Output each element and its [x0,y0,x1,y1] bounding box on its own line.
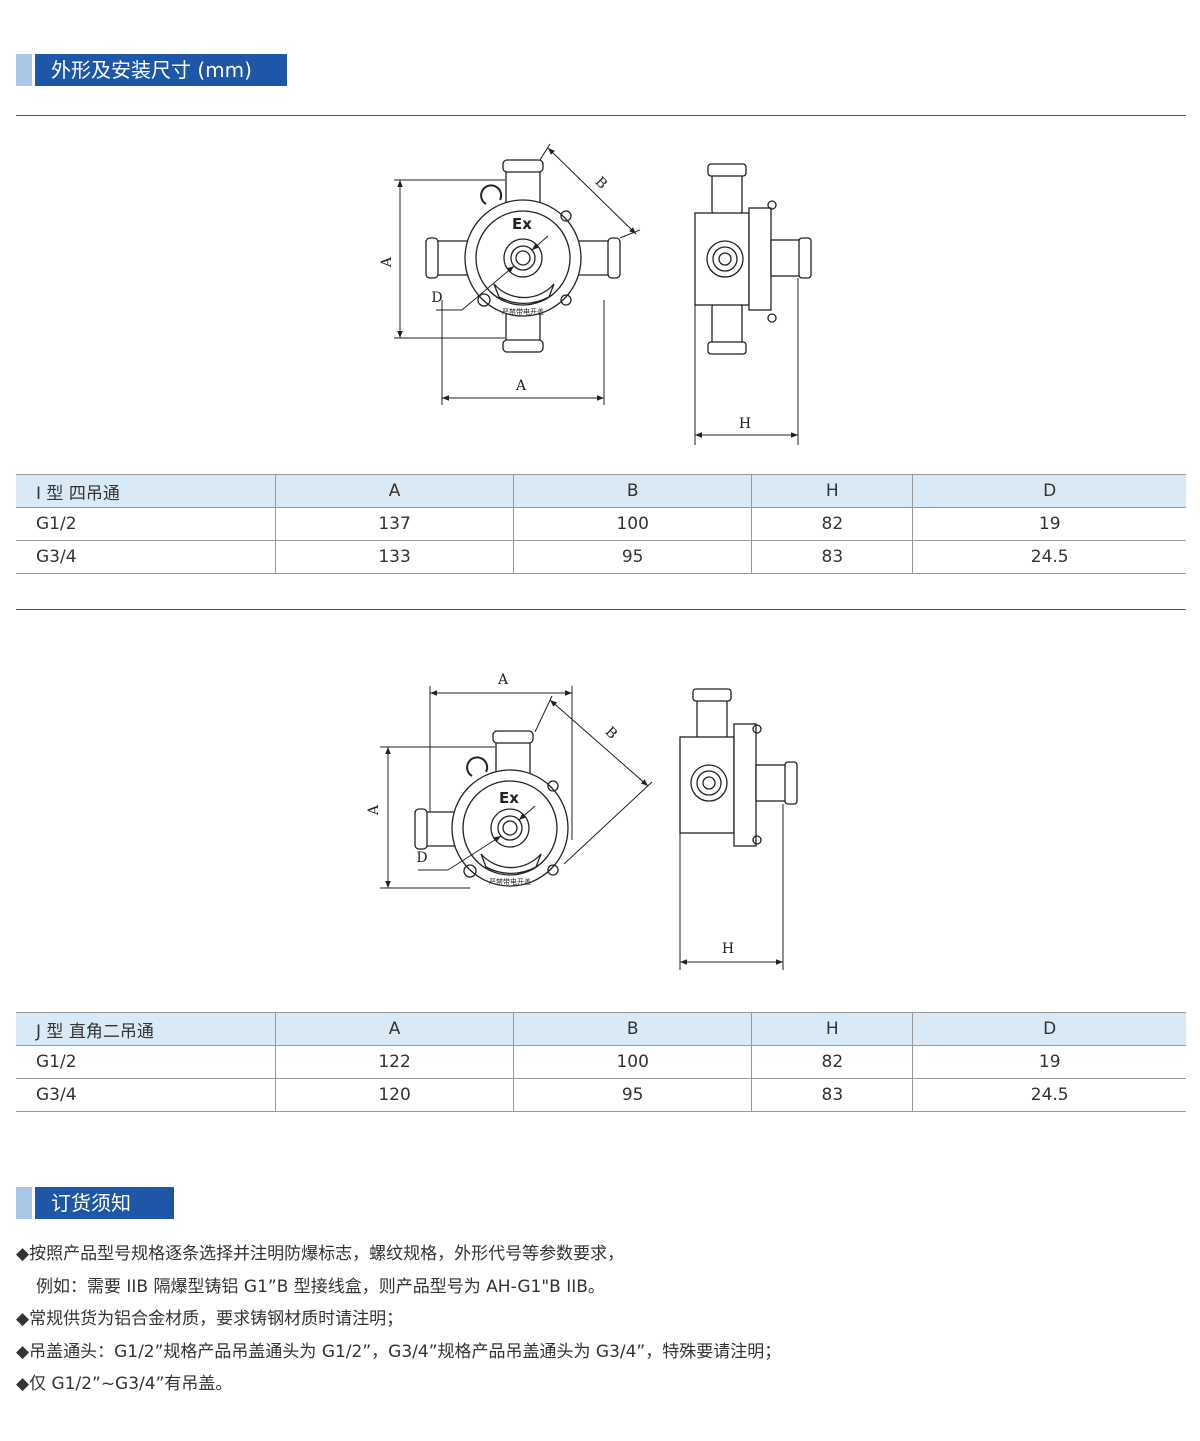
table-cell: 82 [751,1045,914,1079]
dim-label-d: D [431,290,442,306]
dim-label-a-vertical: A [379,256,395,268]
section-title: 订货须知 [35,1187,174,1219]
table-cell: G3/4 [16,540,276,574]
table-row: G3/4 120 95 83 24.5 [16,1078,1186,1112]
header-accent [16,54,32,86]
dim-label-b: B [592,174,611,193]
header-cell: A [275,474,515,508]
diagram-four-way-side: H [694,163,812,445]
dim-label-d: D [416,850,427,866]
dim-label-a-vertical: A [366,804,382,816]
table-cell: 137 [275,507,515,541]
table-cell: 24.5 [912,540,1186,574]
note-line: ◆吊盖通头：G1/2”规格产品吊盖通头为 G1/2”，G3/4”规格产品吊盖通头… [16,1341,782,1362]
dim-label-a-horizontal: A [497,672,509,688]
header-cell: I 型 四吊通 [16,474,276,508]
divider [16,609,1186,610]
table-cell: 19 [912,1045,1186,1079]
dim-label-b: B [602,724,621,743]
table-type-j: J 型 直角二吊通 A B H D G1/2 122 100 82 19 G3/… [16,1012,1186,1112]
note-line: 例如：需要 IIB 隔爆型铸铝 G1”B 型接线盒，则产品型号为 AH-G1"B… [36,1276,605,1297]
table-cell: 82 [751,507,914,541]
table-type-i: I 型 四吊通 A B H D G1/2 137 100 82 19 G3/4 … [16,474,1186,574]
dim-label-h: H [722,941,734,957]
header-cell: B [513,474,753,508]
note-line: ◆仅 G1/2”~G3/4”有吊盖。 [16,1374,233,1394]
diagram-right-angle-front: A A B D Ex 严禁带电开盖 [366,672,653,889]
diagram-right-angle-side: H [679,688,798,970]
header-cell: B [513,1012,753,1046]
table-cell: 133 [275,540,515,574]
header-cell: D [912,1012,1186,1046]
warning-plate-text: 严禁带电开盖 [489,877,531,886]
table-cell: 24.5 [912,1078,1186,1112]
header-cell: J 型 直角二吊通 [16,1012,276,1046]
section-header-ordering: 订货须知 [16,1187,174,1219]
table-cell: 100 [513,507,753,541]
divider [16,115,1186,116]
table-row: G1/2 137 100 82 19 [16,507,1186,541]
note-line: ◆常规供货为铝合金材质，要求铸钢材质时请注明； [16,1309,404,1329]
table-cell: 95 [513,540,753,574]
table-cell: 83 [751,1078,914,1112]
dim-label-a-horizontal: A [515,378,527,394]
table-row: G1/2 122 100 82 19 [16,1045,1186,1079]
header-cell: H [751,1012,914,1046]
note-line: ◆按照产品型号规格逐条选择并注明防爆标志，螺纹规格，外形代号等参数要求， [16,1244,625,1264]
header-cell: D [912,474,1186,508]
section-title: 外形及安装尺寸 (mm) [35,54,287,86]
ordering-notes: ◆按照产品型号规格逐条选择并注明防爆标志，螺纹规格，外形代号等参数要求， 例如：… [16,1238,781,1401]
header-cell: H [751,474,914,508]
ex-mark: Ex [512,215,532,233]
diagram-four-way-front: A A B D Ex 严禁带电开盖 [379,143,641,405]
table-cell: G3/4 [16,1078,276,1112]
table-cell: 83 [751,540,914,574]
table-header-row: I 型 四吊通 A B H D [16,474,1186,508]
table-cell: 95 [513,1078,753,1112]
table-cell: 100 [513,1045,753,1079]
warning-plate-text: 严禁带电开盖 [502,307,544,316]
table-cell: 122 [275,1045,515,1079]
dim-label-h: H [739,416,751,432]
table-header-row: J 型 直角二吊通 A B H D [16,1012,1186,1046]
header-accent [16,1187,32,1219]
section-header-dimensions: 外形及安装尺寸 (mm) [16,54,287,86]
table-cell: 120 [275,1078,515,1112]
table-row: G3/4 133 95 83 24.5 [16,540,1186,574]
table-cell: 19 [912,507,1186,541]
ex-mark: Ex [499,789,519,807]
table-cell: G1/2 [16,507,276,541]
table-cell: G1/2 [16,1045,276,1079]
header-cell: A [275,1012,515,1046]
